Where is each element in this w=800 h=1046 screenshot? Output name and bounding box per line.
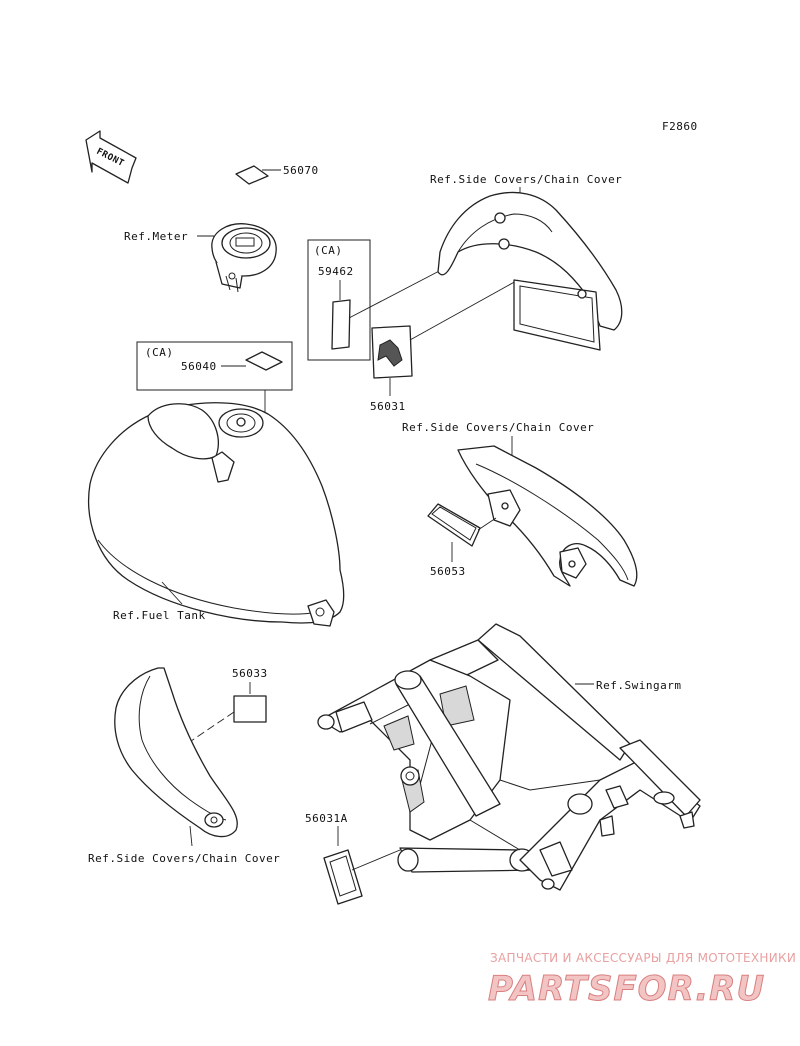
- front-arrow-icon: FRONT: [85, 130, 137, 184]
- ref-meter: Ref.Meter: [124, 230, 188, 243]
- part-56053: 56053: [430, 565, 466, 578]
- label-56031A: 56031A: [305, 812, 401, 905]
- ref-side-covers-bottom: Ref.Side Covers/Chain Cover: [88, 852, 280, 865]
- side-cover-middle: Ref.Side Covers/Chain Cover: [402, 421, 638, 587]
- part-56040: 56040: [181, 360, 217, 373]
- meter-assembly: Ref.Meter: [124, 223, 277, 293]
- ca-tag-upper: (CA): [314, 244, 343, 257]
- part-56031A: 56031A: [305, 812, 348, 825]
- swingarm: Ref.Swingarm: [317, 623, 701, 891]
- label-56070: 56070: [235, 164, 319, 185]
- ref-side-covers-top: Ref.Side Covers/Chain Cover: [430, 173, 622, 186]
- ca-tag-lower: (CA): [145, 346, 174, 359]
- side-cover-top: Ref.Side Covers/Chain Cover: [430, 173, 623, 351]
- label-56053: 56053: [427, 503, 497, 578]
- part-56033: 56033: [232, 667, 268, 680]
- figure-code: F2860: [662, 120, 698, 133]
- ref-fuel-tank: Ref.Fuel Tank: [113, 609, 206, 622]
- fuel-tank: Ref.Fuel Tank: [88, 402, 345, 627]
- ref-side-covers-mid: Ref.Side Covers/Chain Cover: [402, 421, 594, 434]
- side-cover-left: Ref.Side Covers/Chain Cover: [88, 667, 280, 865]
- part-59462: 59462: [318, 265, 354, 278]
- ca-box-upper: (CA) 59462: [307, 239, 446, 361]
- label-56031: 56031: [370, 279, 519, 413]
- watermark-brand: PARTSFOR.RU: [488, 969, 765, 1009]
- ref-swingarm: Ref.Swingarm: [596, 679, 681, 692]
- watermark: ЗАПЧАСТИ И АКСЕССУАРЫ ДЛЯ МОТОТЕХНИКИ PA…: [488, 951, 796, 1010]
- part-56031: 56031: [370, 400, 406, 413]
- part-56070: 56070: [283, 164, 319, 177]
- watermark-tagline: ЗАПЧАСТИ И АКСЕССУАРЫ ДЛЯ МОТОТЕХНИКИ: [490, 951, 796, 965]
